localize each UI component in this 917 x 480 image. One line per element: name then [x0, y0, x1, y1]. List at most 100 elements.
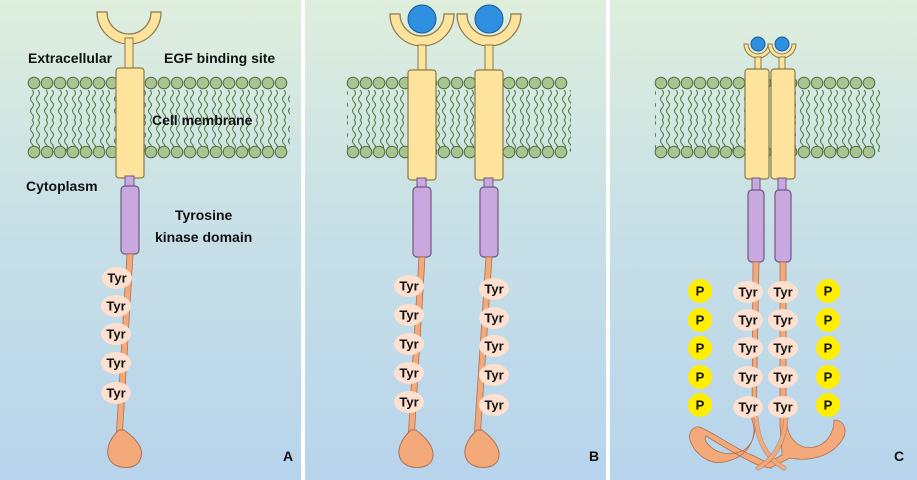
lipid-head [359, 145, 373, 159]
tyrosine-bubble [102, 267, 132, 289]
transmembrane-domain-right [770, 68, 796, 180]
panel-b-background [305, 0, 606, 480]
lipid-head [222, 76, 236, 90]
lipid-head [157, 76, 171, 90]
lipid-head [53, 145, 67, 159]
lipid-head [667, 145, 681, 159]
lipid-head [53, 76, 67, 90]
tyrosine-label: Tyr [399, 366, 418, 381]
tyrosine-label: Tyr [106, 327, 125, 342]
tail-end-bulb [107, 429, 143, 468]
lipid-head [463, 145, 477, 159]
phosphate-label: P [696, 398, 705, 413]
egf-ligand [750, 36, 766, 52]
lipid-head [183, 145, 197, 159]
tyrosine-label: Tyr [773, 370, 792, 385]
tyrosine-bubble [733, 396, 763, 418]
tyrosine-kinase-domain [412, 186, 432, 258]
lipid-head [196, 76, 210, 90]
phosphate-label: P [824, 284, 833, 299]
egf-binding-site-cup [389, 13, 455, 47]
phosphate-bubble [816, 393, 840, 417]
lipid-head [836, 76, 850, 90]
lipid-head [706, 76, 720, 90]
lipid-head [541, 76, 555, 90]
label-tyrosine: Tyrosine [175, 207, 233, 223]
lipid-head [40, 76, 54, 90]
lipid-head [862, 145, 876, 159]
lipid-head [66, 76, 80, 90]
lipid-head [170, 76, 184, 90]
tyrosine-bubble [394, 391, 424, 413]
tyrosine-bubble [101, 382, 131, 404]
phosphate-label: P [824, 370, 833, 385]
tyrosine-label: Tyr [484, 339, 503, 354]
panel-divider [301, 0, 305, 480]
receptor-stalk [124, 37, 134, 71]
lipid-head [849, 145, 863, 159]
lipid-head [732, 76, 746, 90]
label-cell-membrane: Cell membrane [152, 112, 253, 128]
tyrosine-label: Tyr [738, 370, 757, 385]
label-kinase-domain: kinase domain [155, 229, 252, 245]
tyrosine-bubble [394, 275, 424, 297]
transmembrane-domain [474, 69, 504, 181]
panel-letter-a: A [283, 448, 293, 464]
tyrosine-bubble [768, 396, 798, 418]
tyrosine-bubble [101, 323, 131, 345]
tyrosine-label: Tyr [399, 308, 418, 323]
phosphate-bubble [816, 365, 840, 389]
c-terminal-tail-left [689, 261, 773, 469]
label-cytoplasm: Cytoplasm [26, 178, 98, 194]
lipid-head [693, 76, 707, 90]
lipid-head [209, 145, 223, 159]
panel-a-background [0, 0, 301, 480]
lipid-head [797, 76, 811, 90]
lipid-head [170, 145, 184, 159]
lipid-head [654, 145, 668, 159]
tyrosine-label: Tyr [107, 271, 126, 286]
tyrosine-label: Tyr [738, 341, 757, 356]
lipid-head [836, 145, 850, 159]
lipid-head [274, 145, 288, 159]
lipid-head [667, 76, 681, 90]
tyrosine-label: Tyr [738, 313, 757, 328]
lipid-head [209, 76, 223, 90]
label-extracellular: Extracellular [28, 50, 113, 66]
lipid-head [450, 145, 464, 159]
tyrosine-label: Tyr [484, 311, 503, 326]
phosphate-label: P [696, 341, 705, 356]
tyrosine-bubble [479, 335, 509, 357]
phosphate-label: P [696, 284, 705, 299]
lipid-head [144, 145, 158, 159]
lipid-head [144, 76, 158, 90]
transmembrane-domain [407, 69, 437, 181]
lipid-head [450, 76, 464, 90]
lipid-head [797, 145, 811, 159]
lipid-head [706, 145, 720, 159]
lipid-head [372, 76, 386, 90]
tyrosine-bubble [394, 304, 424, 326]
lipid-head [385, 76, 399, 90]
tyrosine-bubble [479, 278, 509, 300]
lipid-head [862, 76, 876, 90]
lipid-head [515, 145, 529, 159]
transmembrane-domain-left [744, 68, 770, 180]
lipid-head [222, 145, 236, 159]
tyrosine-label: Tyr [106, 386, 125, 401]
lipid-head [27, 145, 41, 159]
lipid-head [196, 145, 210, 159]
tyrosine-bubble [733, 309, 763, 331]
panel-letter-c: C [894, 448, 904, 464]
receptor-stalk [484, 44, 494, 74]
lipid-head [502, 76, 516, 90]
lipid-head [261, 145, 275, 159]
tyrosine-bubble [768, 337, 798, 359]
tyrosine-bubble [101, 352, 131, 374]
